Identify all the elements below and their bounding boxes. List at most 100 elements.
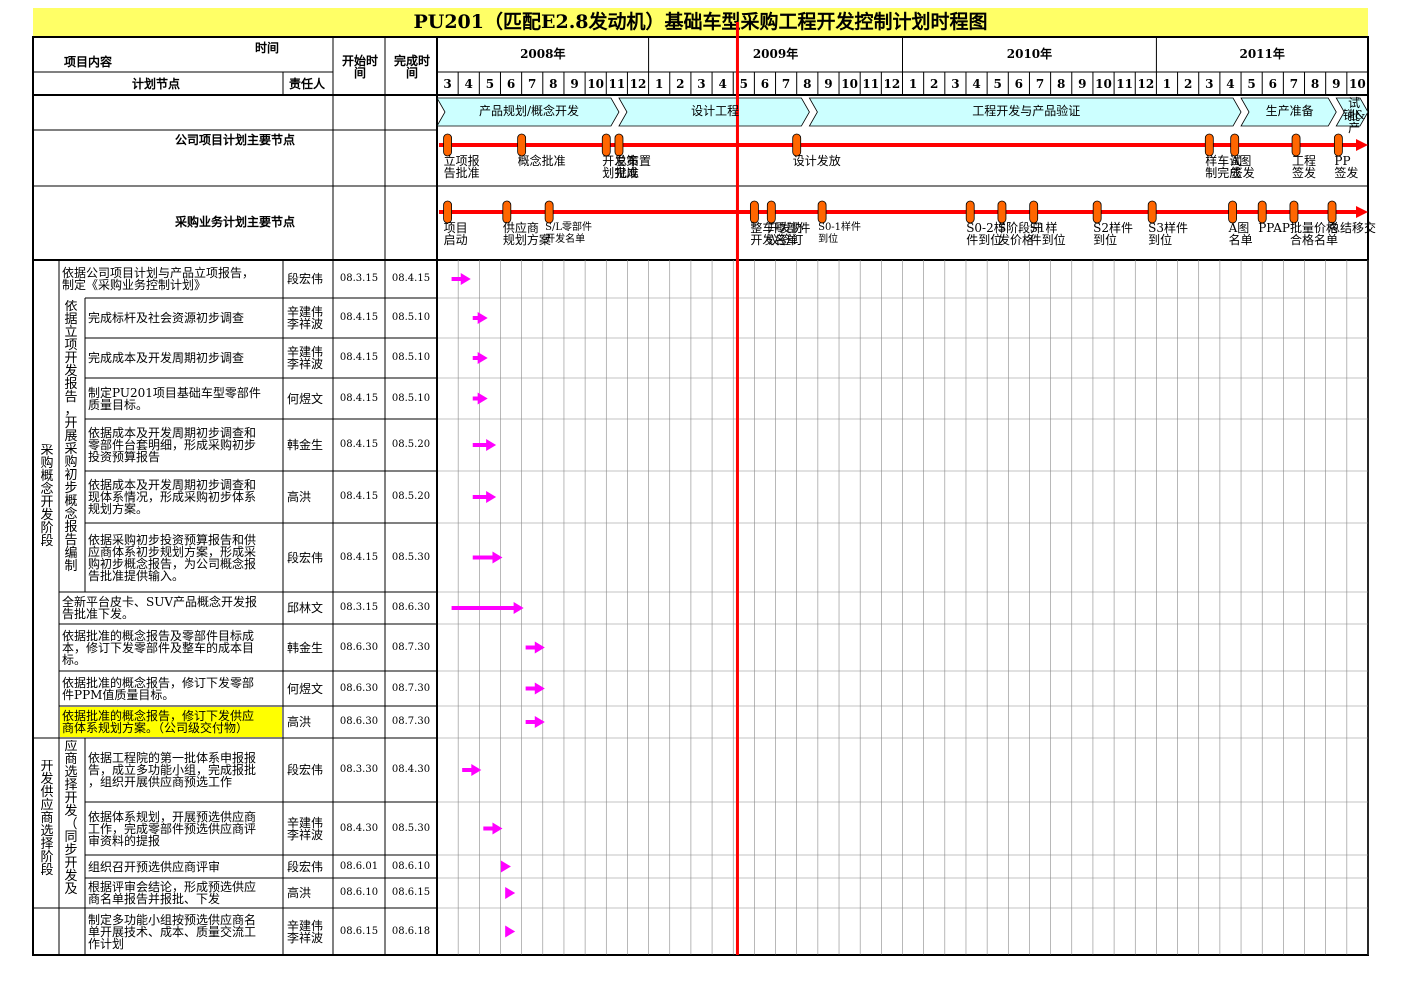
month-label: 7 [781,77,791,91]
task-description: 投资预算报告 [88,450,161,464]
month-label: 12 [629,77,647,91]
month-label: 2 [1183,77,1193,91]
task-owner: 高洪 [287,490,312,504]
phase-label: 生产准备 [1265,104,1314,118]
task-description: 单开展技术、成本、质量交流工 [88,924,257,939]
task-description: 完成成本及开发周期初步调查 [88,351,245,365]
owner-header: 责任人 [289,77,326,91]
task-start: 08.6.30 [339,682,379,694]
node-label: 批量价格 [1289,221,1338,235]
company-timeline-marker [1204,133,1214,157]
task-owner: 何煜文 [287,681,324,696]
purchase-timeline-marker [1092,200,1102,224]
task-description: 标。 [62,652,87,667]
node-label: 开发名单 [750,233,799,247]
group-sublabel: 应商选择开发（同步开发及 [64,740,78,897]
month-label: 5 [485,77,495,91]
task-owner: 李祥波 [287,827,324,842]
purchase-timeline-marker [1147,200,1157,224]
month-label: 6 [506,77,516,91]
month-label: 10 [1095,77,1112,91]
task-end: 08.7.30 [391,641,431,653]
node-label: A图 [1230,154,1252,168]
task-description: 应商体系初步规划方案，形成采 [88,544,257,559]
task-description: 依据公司项目计划与产品立项报告， [62,266,255,280]
task-description: 完成标杆及社会资源初步调查 [88,311,245,325]
node-label: 规划方案 [502,233,551,247]
company-timeline-marker [614,133,624,157]
task-description: 件PPM值质量目标。 [62,687,175,702]
node-label: 签发 [1334,166,1359,180]
month-label: 11 [862,77,880,91]
task-description: 商体系规划方案。（公司级交付物） [62,721,249,735]
task-bar-arrowhead [534,716,545,728]
task-owner: 邱林文 [287,601,324,615]
month-label: 7 [528,77,537,91]
node-label: 工程 [1292,154,1317,168]
month-label: 7 [1035,77,1045,91]
task-bar-arrowhead [513,602,524,614]
task-description: 依据体系规划，开展预选供应商 [88,809,257,824]
node-label: 合格名单 [1289,233,1338,247]
month-label: 8 [549,77,558,91]
time-header: 时间 [255,41,280,55]
phase-label: 批产 [1348,109,1361,135]
task-end: 08.5.30 [391,822,431,834]
task-description: 组织召开预选供应商评审 [88,859,221,874]
purchase-timeline-marker [1029,200,1039,224]
task-description: 作计划 [88,936,125,951]
node-label: S3样件 [1148,221,1189,235]
company-timeline-marker [443,133,452,157]
purchase-timeline-marker [997,200,1007,224]
month-label: 9 [1078,77,1087,91]
task-start: 08.4.15 [339,352,379,363]
task-description: 本，修订下发零部件及整车的成本目 [62,640,255,655]
task-owner: 李祥波 [287,357,324,371]
company-timeline-marker [792,133,802,157]
month-label: 12 [1137,77,1155,91]
task-description: 依据批准的概念报告，修订下发零部 [62,675,255,690]
purchase-timeline-marker [749,200,759,224]
task-owner: 高洪 [287,715,312,729]
year-label: 2008年 [520,47,566,61]
task-bar-arrowhead [505,925,516,938]
task-end: 08.6.30 [391,602,431,613]
month-label: 11 [1116,77,1133,91]
node-label: S0-1样件 [818,222,862,233]
task-start: 08.6.10 [339,887,379,898]
month-label: 9 [1332,77,1341,91]
end-header: 间 [405,66,418,80]
purchase-timeline-marker [766,200,776,224]
month-label: 3 [697,77,706,91]
task-description: 依据采购初步投资预算报告和供 [88,532,257,547]
month-label: 11 [608,77,626,91]
task-description: 制定PU201项目基础车型零部件 [88,385,261,400]
month-label: 6 [1268,77,1277,91]
task-description: 制定多功能小组按预选供应商名 [88,912,257,927]
month-label: 8 [1310,77,1320,91]
month-label: 4 [1226,77,1235,91]
month-label: 8 [1057,77,1066,91]
purchase-timeline-marker [817,200,827,224]
purchase-timeline-marker [1257,200,1267,224]
node-label: 整车零部件 [750,221,811,235]
company-timeline-marker [1291,133,1301,157]
month-label: 5 [993,77,1002,91]
task-end: 08.7.30 [391,682,431,694]
task-description: 审资料的提报 [88,833,161,848]
node-label: 立项报 [443,154,480,168]
task-start: 08.6.30 [339,716,379,727]
task-end: 08.6.15 [391,887,431,898]
purchase-timeline-marker [965,200,975,224]
task-end: 08.5.10 [391,312,431,323]
node-label: 签发 [1292,166,1317,180]
task-owner: 辛建伟 [287,918,324,933]
task-description: ，组织开展供应商预选工作 [88,775,233,789]
node-label: 概念批准 [517,154,566,168]
task-description: 依据成本及开发周期初步调查和 [88,426,257,440]
node-header: 计划节点 [132,77,181,91]
task-start: 08.6.30 [339,641,379,653]
month-label: 5 [1247,77,1256,91]
task-description: 零部件台套明细，形成采购初步 [88,438,257,452]
